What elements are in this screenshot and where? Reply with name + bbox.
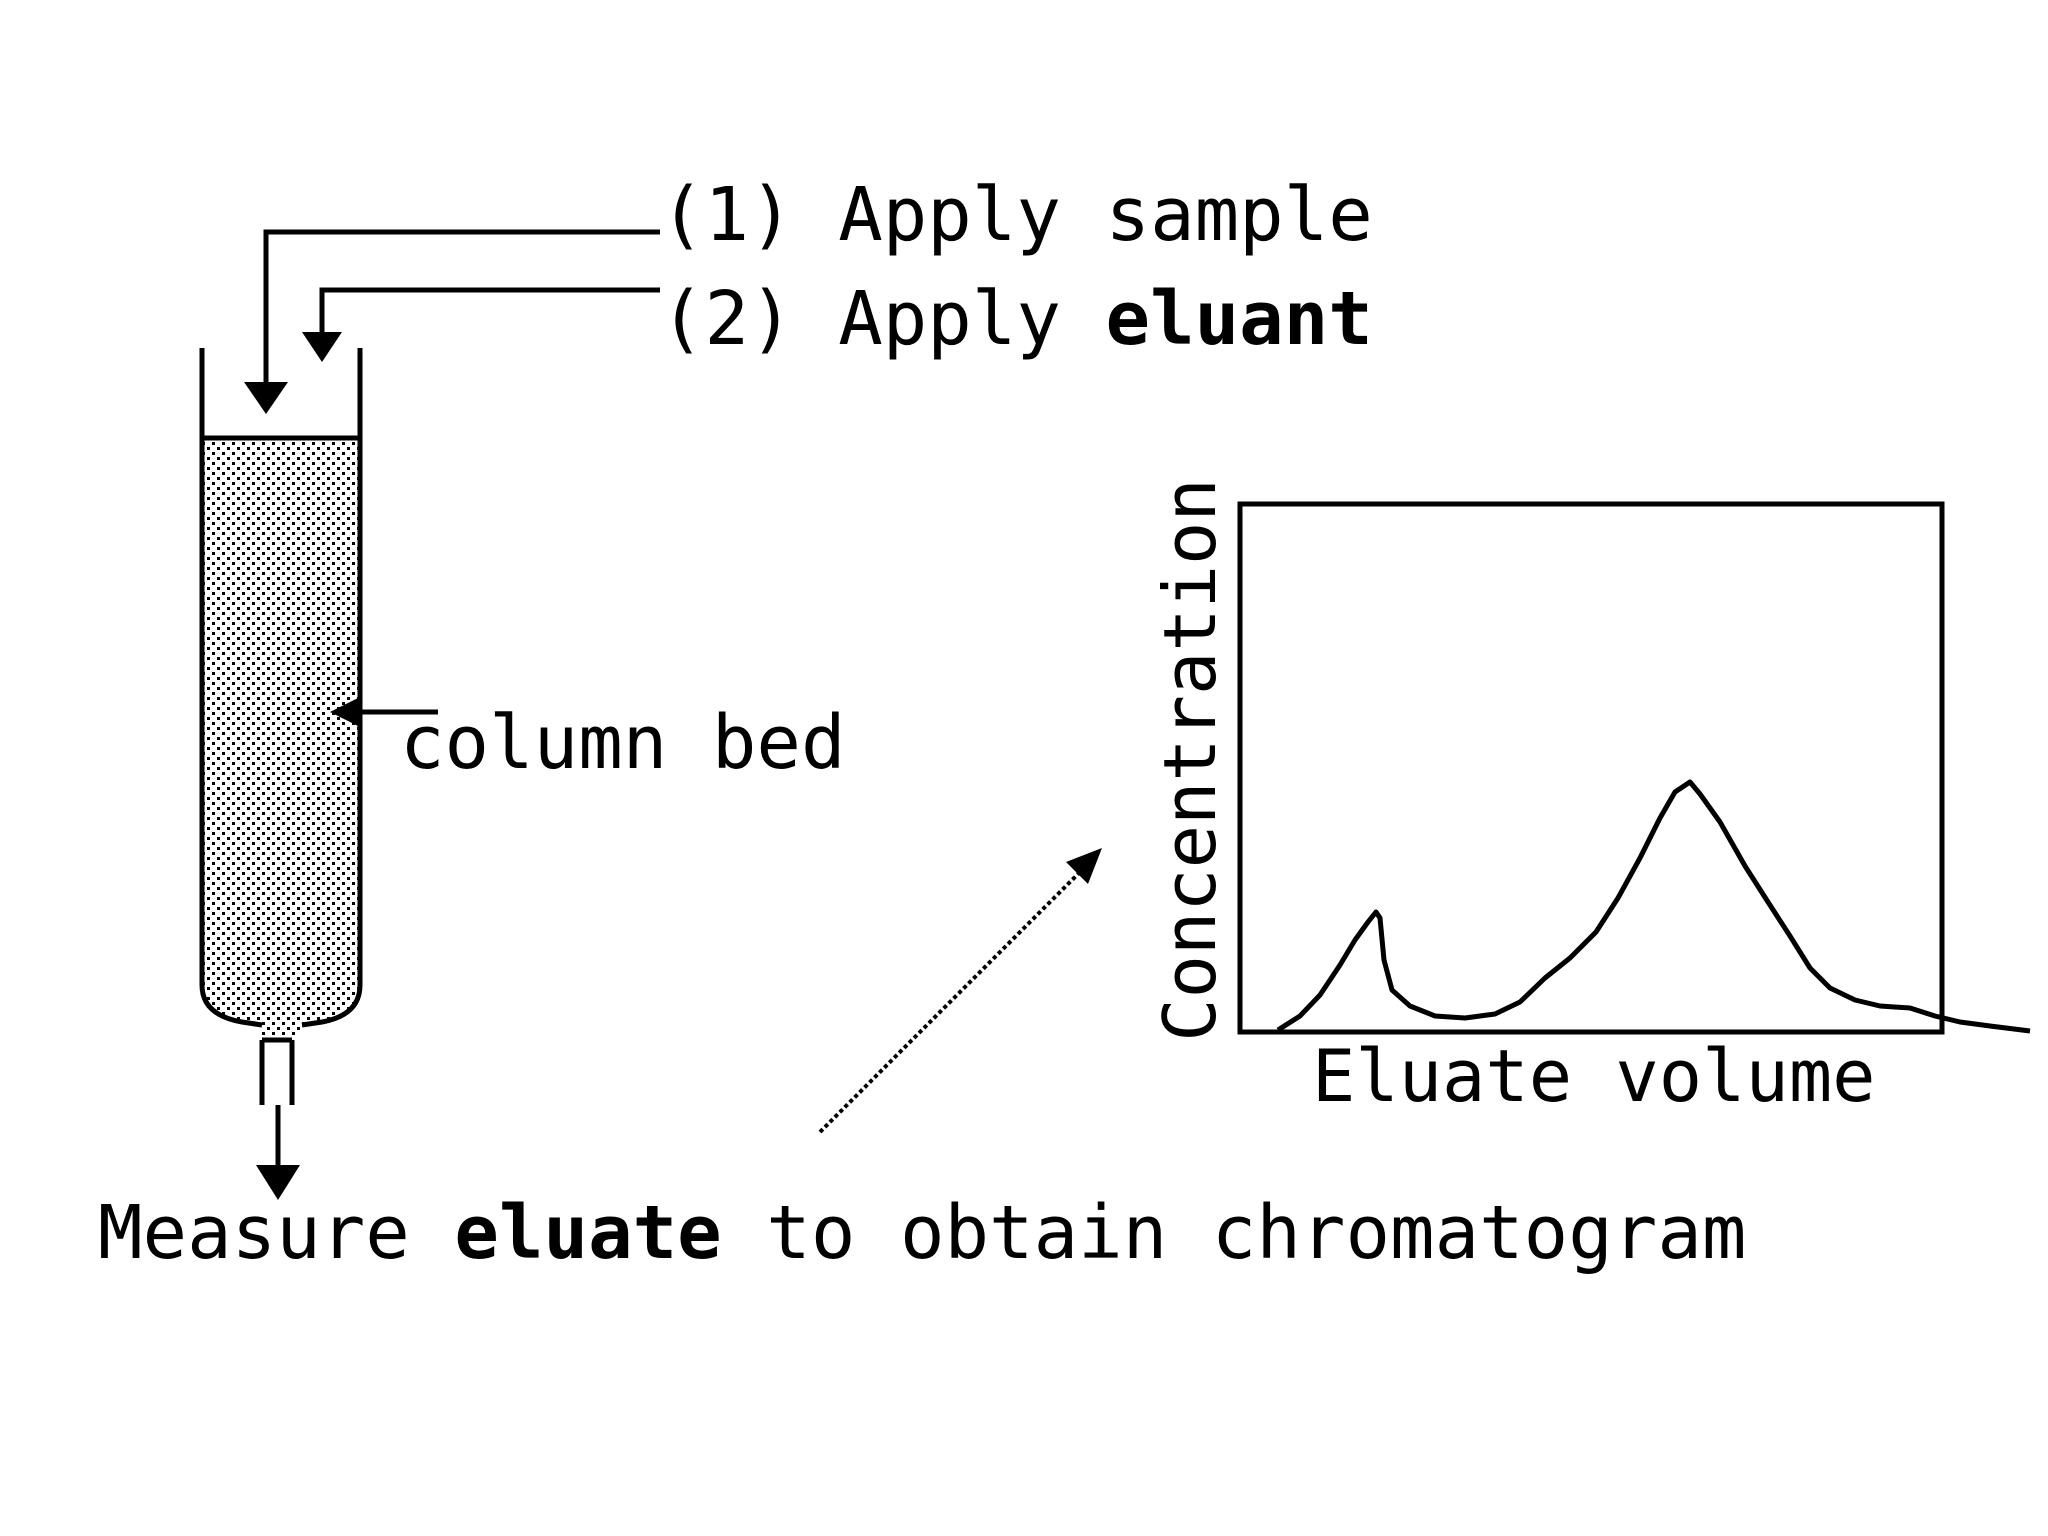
bed-pointer-arrow — [330, 696, 438, 728]
measure-suffix: to obtain chromatogram — [721, 1190, 1747, 1276]
sample-arrow — [244, 229, 660, 414]
eluant-arrow — [302, 287, 660, 362]
chromatogram-x-axis-label: Eluate volume — [1312, 1034, 1876, 1118]
chromatogram-trace — [1276, 779, 2031, 1034]
measure-bold: eluate — [454, 1190, 722, 1276]
apply-eluant-prefix: (2) Apply — [660, 276, 1106, 362]
column-bed — [202, 438, 360, 1035]
column — [199, 348, 363, 1105]
chromatogram-frame — [1237, 501, 1945, 1035]
chromatogram — [1237, 501, 2031, 1035]
apply-eluant-bold: eluant — [1105, 276, 1373, 362]
apply-sample-label: (1) Apply sample — [660, 178, 1373, 252]
column-outlet — [259, 1037, 295, 1105]
column-bed-label: column bed — [400, 700, 846, 786]
eluate-down-arrow — [256, 1105, 300, 1200]
apply-sample-text: (1) Apply sample — [660, 172, 1373, 258]
to-chromatogram-arrow — [818, 848, 1102, 1134]
measure-eluate-label: Measure eluate to obtain chromatogram — [98, 1196, 1746, 1270]
apply-eluant-label: (2) Apply eluant — [660, 282, 1373, 356]
measure-prefix: Measure — [98, 1190, 455, 1276]
column-wall — [199, 348, 363, 1028]
chromatogram-y-axis-label: Concentration — [1147, 478, 1232, 1042]
